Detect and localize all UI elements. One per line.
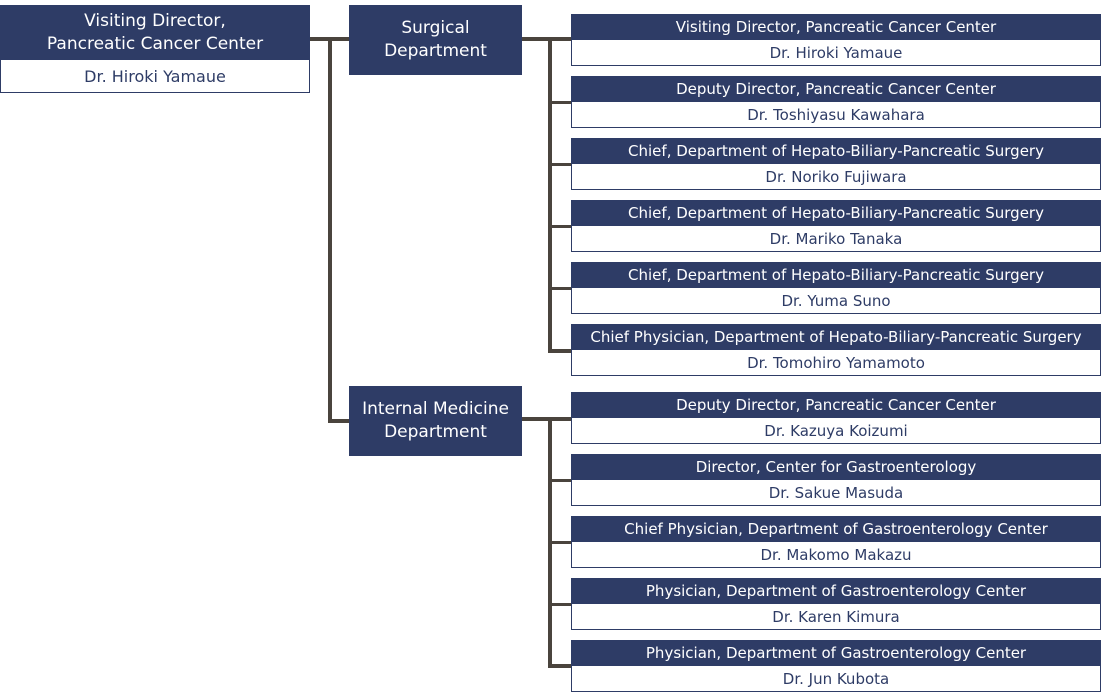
member-title: Chief, Department of Hepato-Biliary-Panc… (571, 262, 1101, 288)
member-name: Dr. Noriko Fujiwara (571, 164, 1101, 190)
root-title: Visiting Director, Pancreatic Cancer Cen… (0, 5, 310, 60)
member-card: Chief, Department of Hepato-Biliary-Panc… (571, 138, 1101, 190)
internal-branch-connector (328, 419, 350, 423)
internal-tick (548, 664, 572, 668)
member-title: Chief Physician, Department of Gastroent… (571, 516, 1101, 542)
member-card: Physician, Department of Gastroenterolog… (571, 578, 1101, 630)
member-title: Deputy Director, Pancreatic Cancer Cente… (571, 392, 1101, 418)
internal-tick (548, 603, 572, 606)
surgical-tick (548, 287, 572, 290)
member-card: Visiting Director, Pancreatic Cancer Cen… (571, 14, 1101, 66)
member-title: Deputy Director, Pancreatic Cancer Cente… (571, 76, 1101, 102)
member-title: Visiting Director, Pancreatic Cancer Cen… (571, 14, 1101, 40)
member-title: Physician, Department of Gastroenterolog… (571, 578, 1101, 604)
member-name: Dr. Makomo Makazu (571, 542, 1101, 568)
internal-dept-connector (522, 417, 572, 421)
internal-tick (548, 541, 572, 544)
member-name: Dr. Hiroki Yamaue (571, 40, 1101, 66)
member-card: Chief, Department of Hepato-Biliary-Panc… (571, 200, 1101, 252)
member-name: Dr. Sakue Masuda (571, 480, 1101, 506)
surgical-spine (548, 37, 552, 353)
surgical-tick (548, 163, 572, 166)
member-name: Dr. Tomohiro Yamamoto (571, 350, 1101, 376)
member-card: Physician, Department of Gastroenterolog… (571, 640, 1101, 692)
member-card: Deputy Director, Pancreatic Cancer Cente… (571, 392, 1101, 444)
member-name: Dr. Mariko Tanaka (571, 226, 1101, 252)
surgical-department-box: Surgical Department (349, 5, 522, 75)
member-card: Chief Physician, Department of Hepato-Bi… (571, 324, 1101, 376)
surgical-tick (548, 101, 572, 104)
member-card: Director, Center for Gastroenterology Dr… (571, 454, 1101, 506)
surgical-tick (548, 225, 572, 228)
trunk-line (328, 37, 332, 423)
internal-tick (548, 479, 572, 482)
member-title: Director, Center for Gastroenterology (571, 454, 1101, 480)
member-card: Chief, Department of Hepato-Biliary-Panc… (571, 262, 1101, 314)
member-name: Dr. Karen Kimura (571, 604, 1101, 630)
member-card: Deputy Director, Pancreatic Cancer Cente… (571, 76, 1101, 128)
internal-medicine-department-box: Internal Medicine Department (349, 386, 522, 456)
member-name: Dr. Jun Kubota (571, 666, 1101, 692)
member-title: Chief Physician, Department of Hepato-Bi… (571, 324, 1101, 350)
surgical-tick (548, 349, 572, 353)
surgical-dept-connector (522, 37, 572, 41)
member-name: Dr. Kazuya Koizumi (571, 418, 1101, 444)
member-title: Chief, Department of Hepato-Biliary-Panc… (571, 138, 1101, 164)
member-title: Physician, Department of Gastroenterolog… (571, 640, 1101, 666)
member-title: Chief, Department of Hepato-Biliary-Panc… (571, 200, 1101, 226)
member-name: Dr. Yuma Suno (571, 288, 1101, 314)
member-name: Dr. Toshiyasu Kawahara (571, 102, 1101, 128)
member-card: Chief Physician, Department of Gastroent… (571, 516, 1101, 568)
root-name: Dr. Hiroki Yamaue (0, 59, 310, 93)
